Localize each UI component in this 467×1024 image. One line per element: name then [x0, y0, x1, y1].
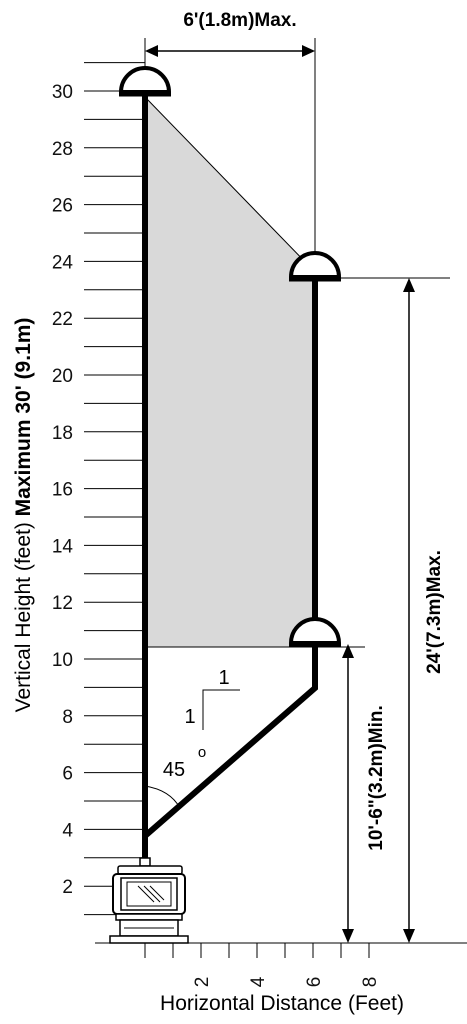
region-diagonal-edge — [144, 96, 314, 271]
y-tick-label: 6 — [62, 764, 73, 785]
y-tick-label: 30 — [52, 82, 73, 103]
y-tick-label: 12 — [52, 593, 73, 614]
right-dimension-arrow-bottom — [403, 929, 415, 943]
x-tick-8: 8 — [360, 977, 381, 988]
y-tick-label: 4 — [62, 820, 73, 841]
min-dimension-arrow-top — [342, 644, 354, 658]
angle-unit: o — [198, 744, 206, 761]
y-tick-label: 26 — [52, 196, 73, 217]
x-tick-2: 2 — [192, 977, 213, 988]
y-axis-title-regular: Vertical Height (feet) — [12, 516, 35, 712]
x-tick-4: 4 — [248, 976, 269, 987]
x-axis-title: Horizontal Distance (Feet) — [160, 992, 404, 1015]
top-dimension-arrow-left — [145, 45, 158, 57]
x-tick-6: 6 — [304, 977, 325, 988]
y-axis-title: Vertical Height (feet) Maximum 30' (9.1m… — [12, 318, 35, 713]
angle-value: 45 — [163, 759, 185, 781]
y-tick-label: 20 — [52, 366, 73, 387]
slope-run-label: 1 — [218, 667, 229, 689]
y-tick-label: 14 — [52, 536, 74, 557]
angle-arc — [144, 785, 181, 809]
min-dimension-label: 10'-6"(3.2m)Min. — [366, 705, 387, 851]
y-tick-label: 16 — [52, 480, 73, 501]
termination-cap-middle — [288, 251, 342, 282]
y-tick-label: 28 — [52, 139, 73, 160]
y-tick-label: 24 — [52, 252, 74, 273]
termination-cap-bottom — [288, 617, 342, 648]
stove-illustration — [109, 857, 189, 944]
y-axis-title-bold: Maximum 30' (9.1m) — [12, 318, 35, 517]
top-dimension-arrow-right — [302, 45, 315, 57]
right-dimension-label: 24'(7.3m)Max. — [424, 550, 445, 674]
y-tick-label: 8 — [62, 707, 73, 728]
slope-rise-label: 1 — [184, 706, 195, 728]
slope-indicator — [202, 689, 240, 730]
min-dimension-arrow-bottom — [342, 929, 354, 943]
y-tick-label: 10 — [52, 650, 73, 671]
x-axis-ticks — [144, 943, 370, 958]
y-tick-label: 18 — [52, 423, 73, 444]
vent-pipe-offset — [143, 270, 318, 839]
termination-cap-top — [118, 66, 172, 97]
allowable-offset-region — [145, 97, 313, 647]
right-dimension-arrow-top — [403, 278, 415, 292]
top-dimension-label: 6'(1.8m)Max. — [183, 10, 296, 31]
y-axis-ticks — [84, 62, 145, 916]
y-tick-label: 22 — [52, 309, 73, 330]
y-tick-label: 2 — [62, 877, 73, 898]
